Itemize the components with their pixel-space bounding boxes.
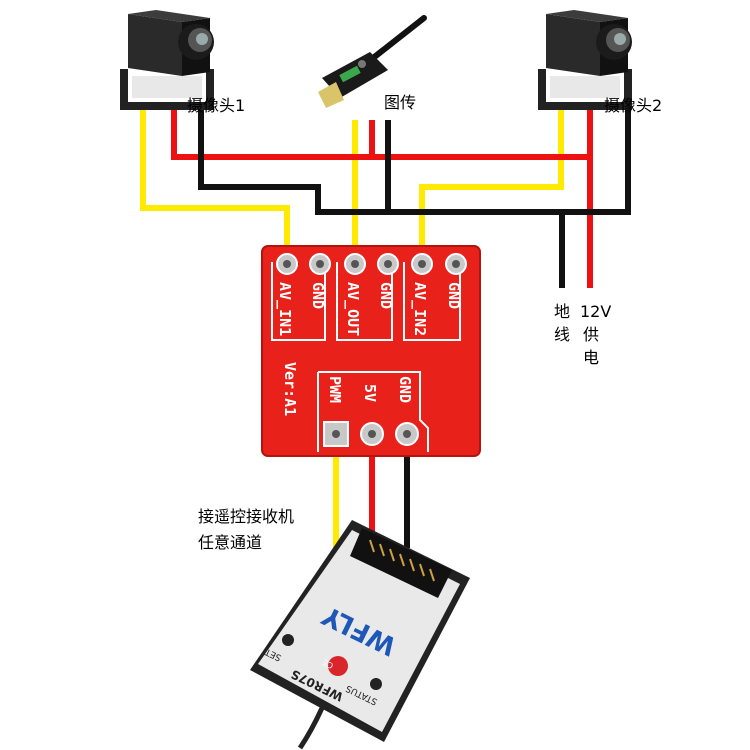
rc-receiver-icon	[250, 520, 470, 750]
silk-av-in2: AV_IN2	[411, 282, 429, 336]
camera1-label: 摄像头1	[187, 96, 245, 115]
pin-gnd-out	[395, 422, 419, 446]
power-label-line2: 供	[583, 325, 599, 344]
pin-gnd-1	[309, 253, 331, 275]
receiver-label-line1: 接遥控接收机	[198, 507, 294, 526]
camera2-signal-wire	[419, 110, 564, 256]
top-pin-header	[276, 253, 467, 275]
silk-5v: 5V	[361, 384, 379, 402]
pin-av-in2	[411, 253, 433, 275]
ground-bus-wire	[198, 110, 631, 215]
ground-label-line2: 线	[554, 325, 570, 344]
silk-av-in1: AV_IN1	[276, 282, 294, 336]
camera-icon	[538, 10, 632, 110]
pin-gnd-3	[445, 253, 467, 275]
silk-av-out: AV_OUT	[344, 282, 362, 336]
camera1-signal-wire	[140, 110, 290, 256]
pin-av-in1	[276, 253, 298, 275]
video-transmitter-icon	[318, 15, 427, 108]
camera1	[120, 10, 214, 110]
power-label-line3: 电	[583, 348, 599, 367]
ground-label-line1: 地	[554, 302, 570, 321]
camera2	[538, 10, 632, 110]
pin-pwm	[323, 421, 349, 447]
bottom-pin-header	[323, 421, 419, 447]
receiver-badge: CE	[321, 658, 335, 671]
power-bus-wire	[171, 110, 590, 160]
silk-gnd-bottom: GND	[396, 376, 414, 403]
vtx-label: 图传	[384, 93, 416, 112]
silk-gnd-1: GND	[309, 282, 327, 309]
video-transmitter	[318, 15, 427, 108]
switch-module-pcb: AV_IN1 GND AV_OUT GND AV_IN2 GND Ver:A1 …	[261, 245, 481, 457]
silk-version: Ver:A1	[281, 362, 299, 416]
silk-gnd-3: GND	[445, 282, 463, 309]
wires	[140, 110, 631, 560]
silk-pwm: PWM	[326, 376, 344, 403]
receiver-label-line2: 任意通道	[198, 533, 262, 552]
power-label-line1: 12V	[580, 302, 611, 321]
pin-gnd-2	[377, 253, 399, 275]
camera-icon	[120, 10, 214, 110]
silk-gnd-2: GND	[377, 282, 395, 309]
pin-av-out	[344, 253, 366, 275]
camera2-label: 摄像头2	[604, 96, 662, 115]
pin-5v	[360, 422, 384, 446]
rc-receiver: WFLY WFR07S CE SET STATUS	[250, 520, 470, 750]
